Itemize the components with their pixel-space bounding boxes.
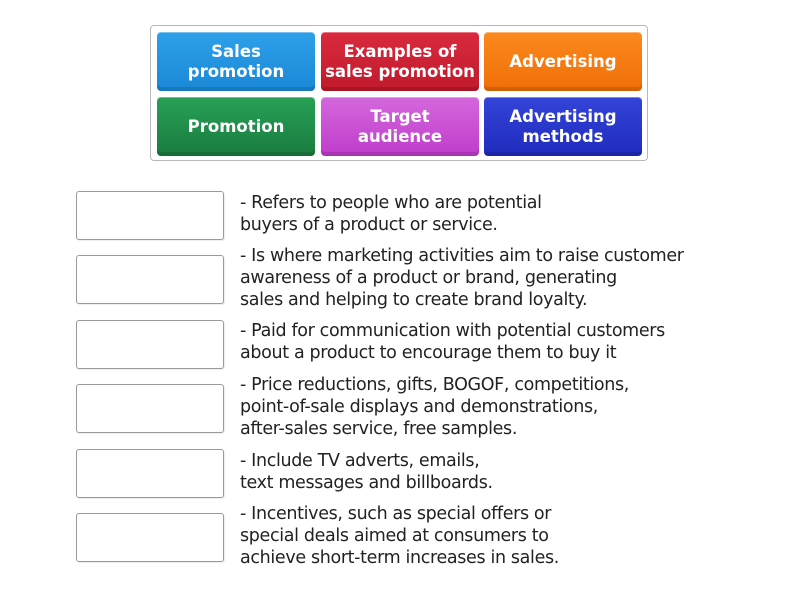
drop-zone-5[interactable] [76,449,224,498]
description-6: - Incentives, such as special offers or … [240,504,559,568]
tile-examples-of-sales-promotion[interactable]: Examples of sales promotion [321,32,479,91]
drop-zone-2[interactable] [76,255,224,304]
drop-zone-4[interactable] [76,384,224,433]
tile-advertising-methods[interactable]: Advertising methods [484,97,642,156]
drop-zone-1[interactable] [76,191,224,240]
description-1: - Refers to people who are potential buy… [240,193,542,235]
tile-target-audience[interactable]: Target audience [321,97,479,156]
drop-zone-3[interactable] [76,320,224,369]
description-2: - Is where marketing activities aim to r… [240,246,684,310]
tile-promotion[interactable]: Promotion [157,97,315,156]
description-3: - Paid for communication with potential … [240,321,665,363]
description-5: - Include TV adverts, emails, text messa… [240,451,493,493]
drop-zone-6[interactable] [76,513,224,562]
tile-sales-promotion[interactable]: Sales promotion [157,32,315,91]
tile-advertising[interactable]: Advertising [484,32,642,91]
description-4: - Price reductions, gifts, BOGOF, compet… [240,375,629,439]
